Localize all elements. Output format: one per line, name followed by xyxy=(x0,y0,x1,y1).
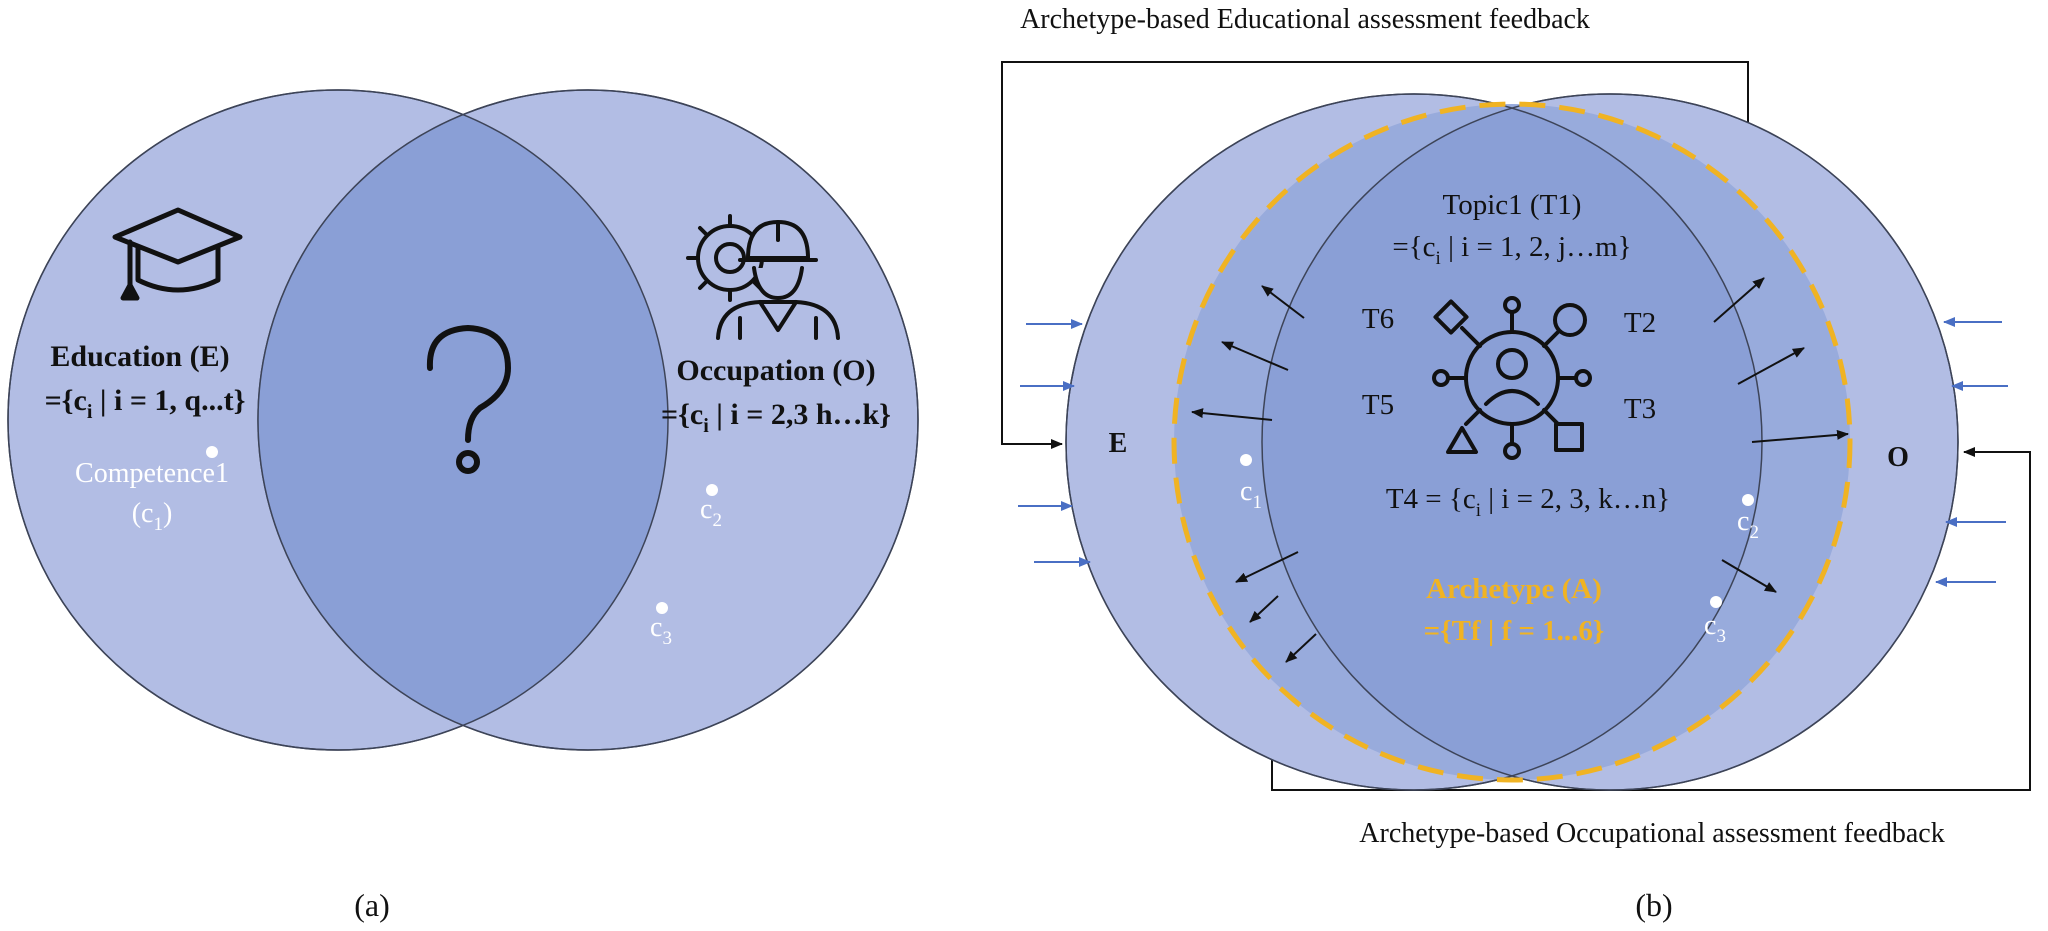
outward-arrow xyxy=(1713,277,1765,323)
worker-gear-icon xyxy=(686,214,840,340)
competence-c2-point xyxy=(706,484,718,496)
competence-label: Competence1 xyxy=(75,458,229,489)
outward-arrow xyxy=(1261,285,1305,319)
competence-c3-point xyxy=(656,602,668,614)
competence-c2-label: c2 xyxy=(700,494,722,531)
outward-arrow xyxy=(1191,408,1273,421)
outward-arrow xyxy=(1737,347,1805,385)
panel-b: Archetype-based Educational assessment f… xyxy=(1001,4,2031,923)
graduation-cap-icon xyxy=(112,207,243,301)
occupation-outline xyxy=(257,89,919,751)
outward-arrows xyxy=(1191,277,1849,663)
intersection-region xyxy=(258,90,668,750)
o-circle-outline xyxy=(1261,93,1959,791)
bottom-feedback-label: Archetype-based Occupational assessment … xyxy=(1359,818,1944,849)
panel-a: Education (E) ={ci | i = 1, q...t} Occup… xyxy=(7,89,919,923)
t4-set: T4 = {ci | i = 2, 3, k…n} xyxy=(1386,483,1670,521)
question-mark-icon xyxy=(426,325,511,474)
education-set: ={ci | i = 1, q...t} xyxy=(45,384,246,423)
competence-c3-label: c3 xyxy=(650,612,672,649)
occupation-set: ={ci | i = 2,3 h…k} xyxy=(661,398,891,437)
e-o-intersection xyxy=(1262,94,1762,790)
education-title: Education (E) xyxy=(50,340,229,373)
archetype-boundary xyxy=(1171,101,1853,783)
network-hub-icon xyxy=(1432,296,1592,460)
outward-arrow xyxy=(1721,559,1777,593)
panel-b-caption: (b) xyxy=(1635,887,1672,923)
education-outline xyxy=(7,89,669,751)
outward-arrow xyxy=(1285,633,1317,663)
competence-c3-point xyxy=(1710,596,1722,608)
top-feedback-label: Archetype-based Educational assessment f… xyxy=(1020,4,1590,35)
occupation-title: Occupation (O) xyxy=(676,354,875,387)
e-label: E xyxy=(1109,428,1128,459)
competence-c1-point xyxy=(206,446,218,458)
competence-c2-label: c2 xyxy=(1737,506,1759,543)
archetype-set: ={Tf | f = 1...6} xyxy=(1424,615,1605,647)
competence-c1-point xyxy=(1240,454,1252,466)
topic1-title: Topic1 (T1) xyxy=(1443,189,1582,221)
inward-arrows xyxy=(1018,317,2008,587)
t2-label: T2 xyxy=(1624,307,1656,339)
competence-c3-label: c3 xyxy=(1704,610,1726,647)
t5-label: T5 xyxy=(1362,389,1394,421)
panel-a-caption: (a) xyxy=(354,887,390,923)
t6-label: T6 xyxy=(1362,303,1394,335)
t3-label: T3 xyxy=(1624,393,1656,425)
outward-arrow xyxy=(1751,429,1849,443)
competence-c2-point xyxy=(1742,494,1754,506)
archetype-title: Archetype (A) xyxy=(1426,573,1602,605)
o-label: O xyxy=(1887,442,1909,473)
competence-c1-label: c1 xyxy=(1240,476,1262,513)
outward-arrow xyxy=(1235,551,1299,583)
outward-arrow xyxy=(1221,341,1289,371)
outward-arrow xyxy=(1249,595,1279,623)
top-feedback-loop xyxy=(1001,61,1749,449)
topic1-set: ={ci | i = 1, 2, j…m} xyxy=(1392,231,1631,269)
competence-c1-label: (c1) xyxy=(132,498,173,535)
